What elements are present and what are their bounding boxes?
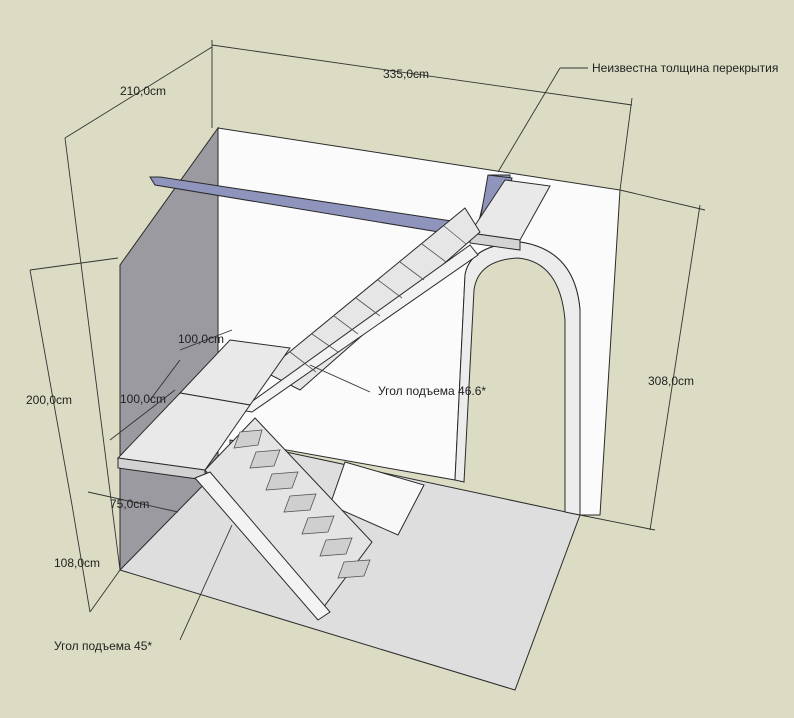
- height-lower-left-label: 108,0cm: [54, 556, 100, 570]
- depth-label: 210,0cm: [120, 84, 166, 98]
- width-label: 335,0cm: [383, 67, 429, 81]
- landing-lower-label: 100,0cm: [120, 392, 166, 406]
- lower-angle-label: Угол подъема 45*: [54, 639, 152, 653]
- landing-upper-label: 100,0cm: [178, 332, 224, 346]
- stair-width-label: 75,0cm: [110, 497, 149, 511]
- height-right-label: 308,0cm: [648, 374, 694, 388]
- upper-flight-treads: [289, 225, 467, 373]
- upper-flight-stringer: [238, 244, 479, 413]
- dimension-lines: [29, 40, 706, 641]
- lower-flight-stringer: [194, 471, 331, 621]
- slab-note: Неизвестна толщина перекрытия: [592, 61, 778, 75]
- height-upper-left-label: 200,0cm: [26, 393, 72, 407]
- lower-flight-treads: [233, 429, 371, 579]
- slab-strip: [149, 174, 511, 239]
- arch-opening: [454, 241, 581, 516]
- floor-opening: [329, 461, 425, 536]
- upper-angle-label: Угол подъема 46.6*: [378, 384, 486, 398]
